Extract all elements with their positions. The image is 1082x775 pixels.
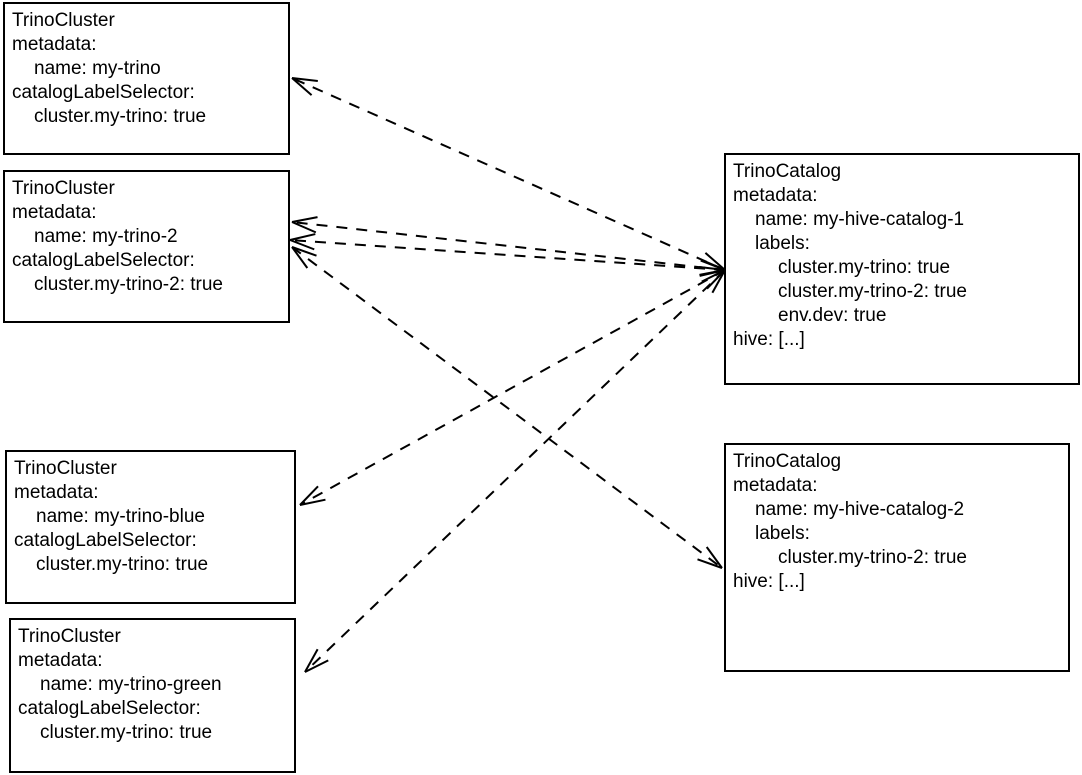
arrowhead-barb <box>289 233 316 241</box>
node-line: name: my-trino <box>34 58 161 79</box>
node-line: labels: <box>755 523 810 544</box>
node-text: TrinoCatalog metadata: name: my-hive-catal… <box>733 160 1074 352</box>
arrowhead-barb <box>291 246 309 269</box>
node-line: labels: <box>755 233 810 254</box>
arrowhead-barb <box>700 259 726 271</box>
node-line: cluster.my-trino: true <box>34 106 207 127</box>
node-line: name: my-trino-green <box>40 674 222 695</box>
node-line: name: my-trino-blue <box>36 506 205 527</box>
node-line: metadata: <box>12 202 97 223</box>
node-line: cluster.my-trino: true <box>36 554 209 575</box>
node-line: catalogLabelSelector: <box>14 530 197 551</box>
arrowhead-barb <box>291 216 318 223</box>
edge-line <box>291 221 726 271</box>
arrowhead-barb <box>699 269 726 277</box>
edge-line <box>304 269 726 673</box>
node-line: cluster.my-trino-2: true <box>778 547 967 568</box>
node-text: TrinoCluster metadata: name: my-trino-blue… <box>14 457 290 577</box>
node-text: TrinoCluster metadata: name: my-trino-2 cat… <box>12 177 284 297</box>
node-line: cluster.my-trino: true <box>778 257 951 278</box>
node-line: TrinoCluster <box>12 178 115 199</box>
node-text: TrinoCluster metadata: name: my-trino catal… <box>12 9 284 129</box>
node-line: env.dev: true <box>778 305 887 326</box>
arrowhead-barb <box>291 221 317 234</box>
node-text: TrinoCatalog metadata: name: my-hive-catal… <box>733 450 1064 594</box>
node-text: TrinoCluster metadata: name: my-trino-gree… <box>18 625 290 745</box>
node-line: name: my-trino-2 <box>34 226 178 247</box>
node-line: TrinoCatalog <box>733 451 842 472</box>
edge-line <box>291 77 726 271</box>
node-trinocatalog-my-hive-catalog-1[interactable]: TrinoCatalog metadata: name: my-hive-catal… <box>724 153 1080 385</box>
edge-catalog1-to-my-trino-green[interactable] <box>304 269 726 673</box>
arrowhead-barb <box>304 648 319 673</box>
node-line: metadata: <box>733 475 818 496</box>
arrowhead-barb <box>704 252 726 271</box>
edge-catalog1-to-my-trino[interactable] <box>291 77 726 271</box>
edge-line <box>289 239 726 271</box>
arrowhead-barb <box>291 246 317 257</box>
arrowhead-barb <box>291 77 313 96</box>
node-line: name: my-hive-catalog-2 <box>755 499 965 520</box>
arrowhead-barb <box>299 485 319 506</box>
arrowhead-barb <box>711 269 726 294</box>
node-line: hive: [...] <box>733 571 805 592</box>
edge-catalog1-to-my-trino-blue[interactable] <box>299 269 726 506</box>
node-line: cluster.my-trino-2: true <box>34 274 223 295</box>
arrowhead-barb <box>705 546 723 569</box>
node-line: TrinoCatalog <box>733 161 842 182</box>
node-line: name: my-hive-catalog-1 <box>755 209 965 230</box>
node-line: metadata: <box>18 650 103 671</box>
edge-my-trino-2-to-catalog2[interactable] <box>291 246 723 569</box>
arrowhead-barb <box>289 239 315 251</box>
arrowhead-barb <box>697 558 723 569</box>
node-line: metadata: <box>733 185 818 206</box>
node-line: catalogLabelSelector: <box>12 82 195 103</box>
arrowhead-barb <box>299 498 326 506</box>
node-line: cluster.my-trino: true <box>40 722 213 743</box>
node-trinocluster-my-trino-green[interactable]: TrinoCluster metadata: name: my-trino-gree… <box>9 618 296 773</box>
node-line: TrinoCluster <box>14 458 117 479</box>
edge-line <box>299 269 726 506</box>
edge-line <box>291 246 723 569</box>
node-line: catalogLabelSelector: <box>12 250 195 271</box>
node-line: metadata: <box>12 34 97 55</box>
arrowhead-barb <box>291 77 318 83</box>
node-line: metadata: <box>14 482 99 503</box>
arrowhead-barb <box>701 269 726 283</box>
node-line: TrinoCluster <box>18 626 121 647</box>
node-line: TrinoCluster <box>12 10 115 31</box>
edge-catalog1-to-my-trino-2-b[interactable] <box>289 233 726 277</box>
node-line: cluster.my-trino-2: true <box>778 281 967 302</box>
arrowhead-barb <box>304 659 329 673</box>
node-line: hive: [...] <box>733 329 805 350</box>
node-trinocluster-my-trino-2[interactable]: TrinoCluster metadata: name: my-trino-2 cat… <box>3 170 290 323</box>
node-trinocluster-my-trino[interactable]: TrinoCluster metadata: name: my-trino catal… <box>3 2 290 155</box>
node-trinocatalog-my-hive-catalog-2[interactable]: TrinoCatalog metadata: name: my-hive-catal… <box>724 443 1070 672</box>
node-trinocluster-my-trino-blue[interactable]: TrinoCluster metadata: name: my-trino-blue… <box>5 450 296 604</box>
node-line: catalogLabelSelector: <box>18 698 201 719</box>
